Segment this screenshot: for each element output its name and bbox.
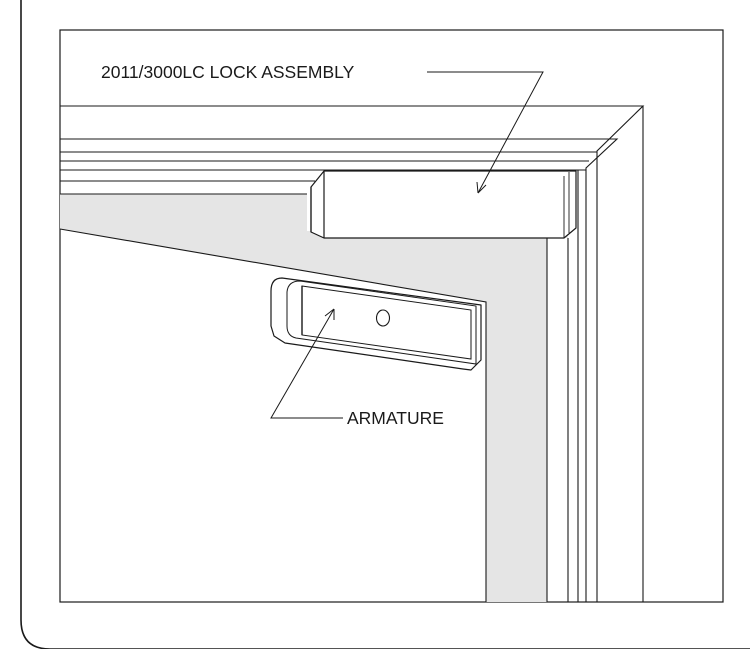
armature-leader: [270, 308, 343, 419]
armature-label: ARMATURE: [347, 408, 444, 428]
door-frame: [59, 105, 645, 602]
lock-assembly: [310, 170, 577, 239]
frame-stop-shading: [60, 194, 568, 602]
armature-bolt-hole: [375, 309, 391, 327]
armature: [270, 277, 482, 371]
lock-assembly-label: 2011/3000LC LOCK ASSEMBLY: [101, 62, 355, 82]
lock-assembly-leader: [427, 71, 544, 194]
figure-frame: [59, 29, 724, 603]
